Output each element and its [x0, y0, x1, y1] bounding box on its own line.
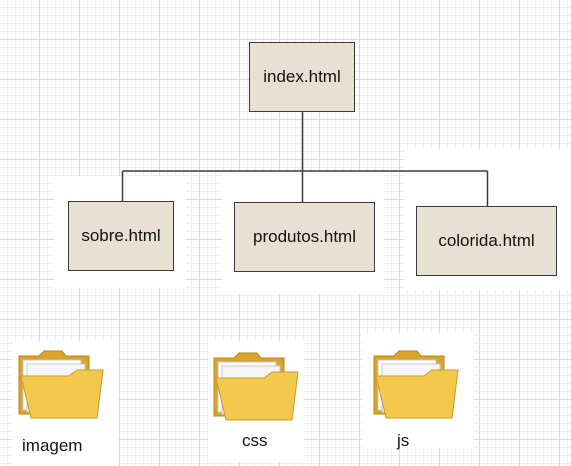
child-node-label: produtos.html: [253, 227, 356, 246]
folder-icon[interactable]: [212, 350, 302, 422]
child-node-produtos[interactable]: produtos.html: [234, 202, 375, 272]
folder-label-imagem: imagem: [22, 436, 83, 455]
child-node-sobre[interactable]: sobre.html: [68, 201, 174, 271]
root-node-index[interactable]: index.html: [249, 42, 355, 112]
child-node-colorida[interactable]: colorida.html: [416, 206, 557, 276]
root-node-label: index.html: [263, 67, 341, 86]
child-node-label: colorida.html: [438, 231, 535, 250]
folder-icon[interactable]: [372, 348, 462, 420]
folder-label-js: js: [397, 431, 410, 450]
folder-icon[interactable]: [17, 348, 107, 420]
folder-label-css: css: [242, 431, 268, 450]
child-node-label: sobre.html: [81, 226, 161, 245]
